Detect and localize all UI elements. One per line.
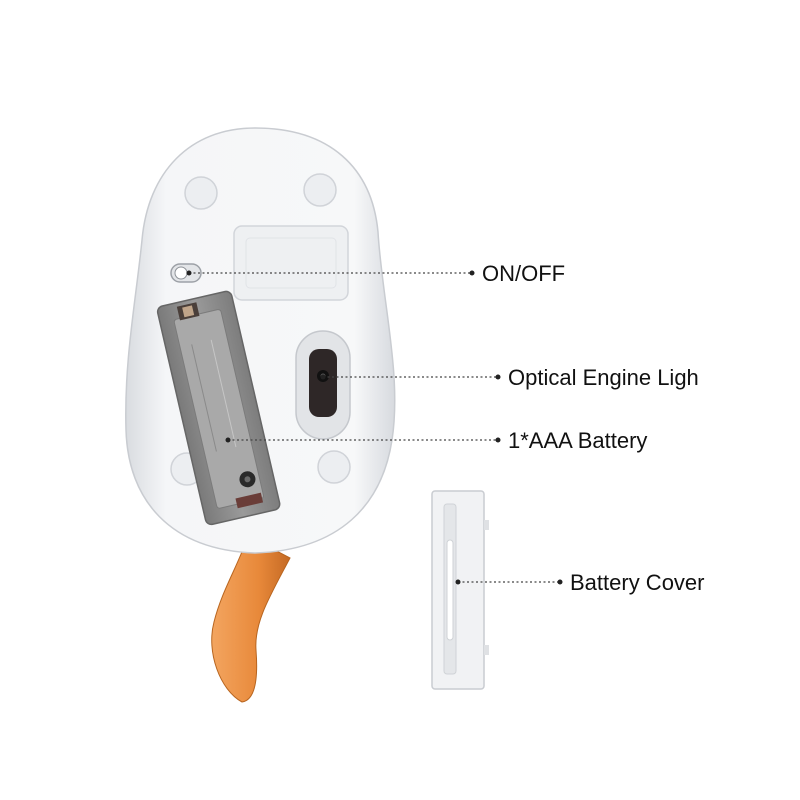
battery-label: 1*AAA Battery [508, 428, 648, 453]
on-off-label: ON/OFF [482, 261, 566, 286]
leader-dot [495, 437, 501, 443]
leader-dot [495, 374, 501, 380]
foot-pad [184, 176, 218, 210]
leader-dot [320, 374, 326, 380]
optical-sensor [309, 349, 337, 417]
leader-dot [186, 270, 192, 276]
leader-dot [225, 437, 231, 443]
leader-dot [455, 579, 461, 585]
battery-cover-part [431, 490, 489, 690]
label-panel [233, 225, 349, 301]
foot-pad [303, 173, 337, 207]
battery-cover-label: Battery Cover [570, 570, 705, 595]
foot-pad [317, 450, 351, 484]
leader-dot [469, 270, 475, 276]
leader-dot [557, 579, 563, 585]
battery-compartment [156, 290, 281, 526]
tail [211, 535, 291, 703]
leader-lines [189, 272, 558, 583]
optical-engine-label: Optical Engine Ligh [508, 365, 699, 390]
